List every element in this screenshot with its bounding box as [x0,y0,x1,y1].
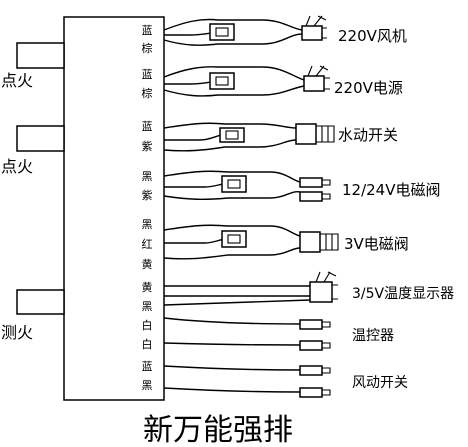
spade-terminal [299,365,323,376]
color-label: 黑 [142,379,153,392]
color-label: 紫 [142,140,153,153]
color-label: 棕 [142,86,153,100]
pin-connector [209,72,235,90]
color-label: 蓝 [142,24,153,37]
color-label: 蓝 [142,360,153,373]
harness-air-switch: 风动开关 [163,365,408,398]
pin-connector [221,230,247,248]
pin-connector [209,23,235,41]
color-label: 黑 [142,300,153,313]
spade-terminal [299,387,323,398]
harness-fan: 220V风机 [163,15,407,46]
pin-connector [221,175,247,193]
spade-terminal [299,191,323,202]
color-label: 蓝 [142,68,153,81]
diagram-title: 新万能强排 [143,413,293,447]
color-label: 黑 [142,170,153,183]
harness-temp-display: 3/5V温度显示器 [163,271,454,306]
harness-thermostat: 温控器 [163,317,394,351]
pin-connector [219,127,245,143]
color-label: 白 [142,337,153,351]
ignition-terminal-1 [16,42,65,69]
output-label: 3/5V温度显示器 [352,286,454,302]
color-label: 黄 [142,257,153,271]
color-label: 白 [142,318,153,332]
output-label: 风动开关 [352,375,408,391]
output-label: 3V电磁阀 [344,235,409,253]
color-label: 棕 [142,41,153,55]
input-label: 点火 [1,71,33,90]
color-label: 红 [142,238,153,251]
color-label: 紫 [142,189,153,202]
output-label: 水动开关 [338,126,398,144]
harness-solenoid-3v: 3V电磁阀 [163,224,409,260]
control-board [63,16,165,401]
three-pin-connector [299,231,321,253]
spade-terminal [299,177,323,188]
spade-terminal [299,340,323,351]
fan-plug-connector [309,281,333,303]
three-pin-connector [295,123,317,145]
harness-power: 220V电源 [163,65,403,97]
input-label: 测火 [1,323,33,342]
harness-solenoid-12-24: 12/24V电磁阀 [163,170,441,202]
board-color-labels: 蓝 棕 蓝 棕 蓝 紫 黑 紫 黑 红 黄 黄 黑 白 白 蓝 黑 [142,24,153,392]
ignition-terminal-2 [16,125,65,152]
input-label: 点火 [1,157,33,176]
output-label: 220V风机 [338,27,407,45]
output-label: 220V电源 [334,79,403,97]
spade-terminal [299,319,323,330]
input-terminals: 点火 点火 测火 [1,42,65,342]
harness-water-switch: 水动开关 [163,122,398,152]
fan-plug-connector [301,25,323,41]
color-label: 黄 [142,280,153,294]
color-label: 蓝 [142,120,153,133]
output-label: 12/24V电磁阀 [342,181,441,199]
flame-sense-terminal [16,289,65,315]
fan-plug-connector [303,75,325,92]
color-label: 黑 [142,218,153,231]
output-label: 温控器 [352,328,394,344]
